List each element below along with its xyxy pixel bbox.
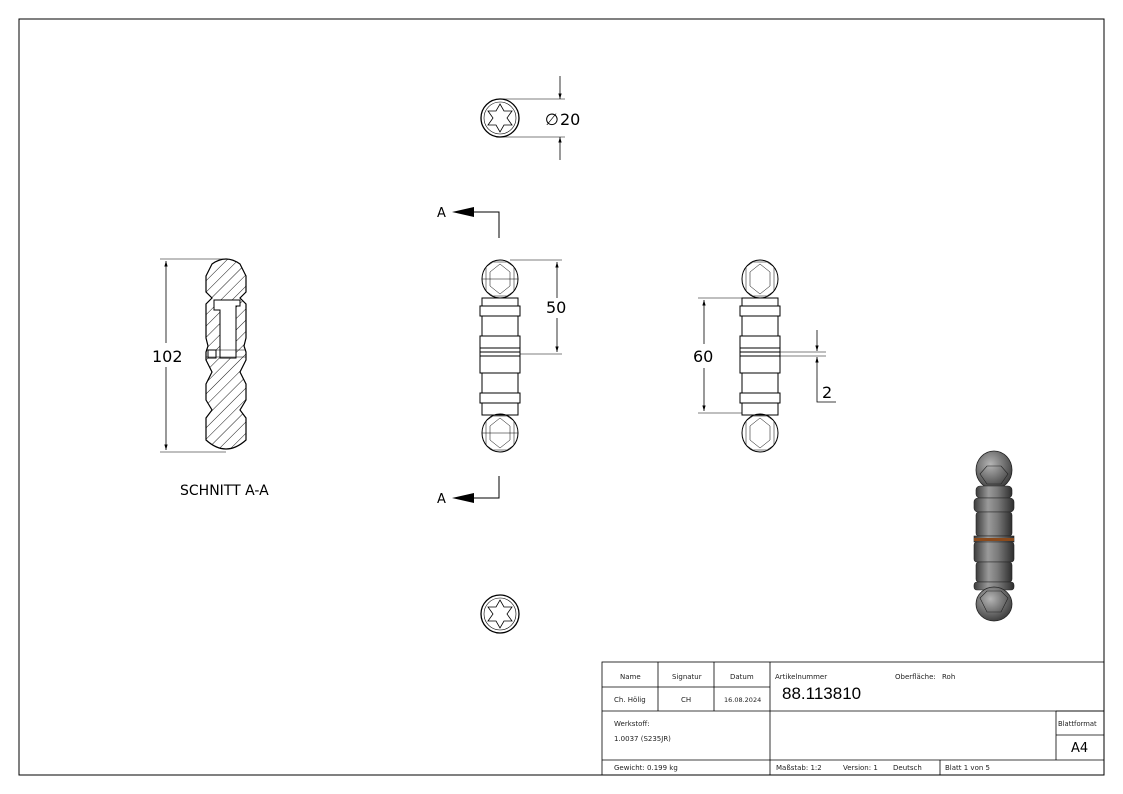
tb-werkstoff-label: Werkstoff:	[614, 720, 650, 728]
section-caption: SCHNITT A-A	[180, 483, 269, 499]
front-view	[479, 259, 562, 453]
top-end-view: ∅ 20	[480, 76, 580, 160]
dim-body-length-front: 50	[546, 298, 566, 317]
dim-groove-width: 2	[822, 383, 832, 402]
side-view	[698, 259, 836, 453]
dim-diameter: 20	[560, 110, 580, 129]
bottom-end-view	[480, 594, 520, 634]
svg-text:A: A	[437, 206, 446, 221]
tb-header-name: Name	[620, 673, 641, 681]
section-marker-top: A	[437, 206, 500, 238]
tb-blatt: Blatt 1 von 5	[945, 764, 990, 772]
tb-blattformat-value: A4	[1071, 741, 1088, 756]
tb-name: Ch. Hölig	[614, 696, 646, 704]
tb-signatur: CH	[681, 696, 691, 704]
tb-artikelnummer-label: Artikelnummer	[775, 673, 827, 681]
tb-sprache: Deutsch	[893, 764, 922, 772]
render-band	[974, 538, 1014, 541]
dim-overall-length: 102	[152, 347, 183, 366]
tb-artikelnummer: 88.113810	[782, 684, 861, 703]
title-block	[601, 661, 1105, 776]
tb-version: Version: 1	[843, 764, 878, 772]
tb-werkstoff-value: 1.0037 (S235JR)	[614, 735, 671, 743]
diameter-symbol: ∅	[545, 110, 559, 129]
tb-massstab: Maßstab: 1:2	[776, 764, 822, 772]
tb-gewicht: Gewicht: 0.199 kg	[614, 764, 678, 772]
tb-header-datum: Datum	[730, 673, 754, 681]
tb-oberflaeche-value: Roh	[942, 673, 955, 681]
tb-blattformat-label: Blattformat	[1058, 720, 1097, 728]
tb-oberflaeche-label: Oberfläche:	[895, 673, 936, 681]
dim-body-length-side: 60	[693, 347, 713, 366]
sheet-border	[18, 18, 1105, 776]
section-view	[160, 258, 247, 453]
tb-datum: 16.08.2024	[724, 696, 761, 704]
section-marker-bottom: A	[437, 476, 500, 507]
isometric-render	[973, 450, 1015, 622]
tb-header-signatur: Signatur	[672, 673, 702, 681]
svg-text:A: A	[437, 492, 446, 507]
